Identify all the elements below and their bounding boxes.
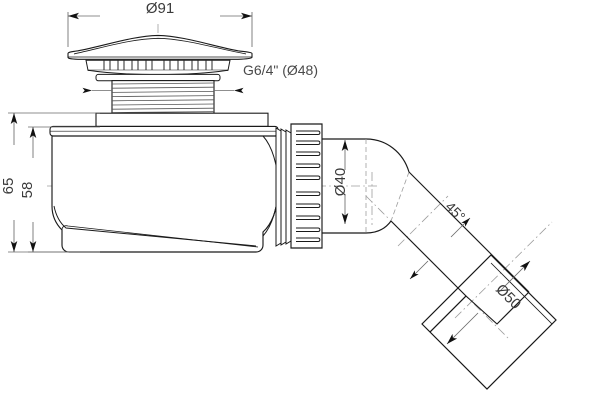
dim-label-cap-diameter: Ø91 <box>146 0 174 17</box>
connector-gasket-b <box>280 128 287 246</box>
pipe-end-inner-rect <box>425 262 553 390</box>
grate-body <box>85 59 231 71</box>
flange-washer <box>95 73 221 82</box>
body-internal-slope-upper <box>53 205 257 247</box>
grate-ring <box>85 59 231 76</box>
fin-5 <box>296 175 321 180</box>
connector-fin-group <box>296 130 321 242</box>
fin-9 <box>296 227 321 232</box>
washer-body <box>95 73 221 82</box>
outlet-pipe <box>390 171 557 390</box>
pipe-inner-edge-upper <box>390 220 467 297</box>
pipe-end-lip <box>425 254 492 321</box>
elbow-45 <box>321 138 410 234</box>
dimension-outlet-diameter <box>446 260 531 345</box>
pipe-end-outer-rect <box>421 254 557 390</box>
thread-outline <box>111 80 215 114</box>
fin-2 <box>296 140 321 145</box>
angle-arrow-upper <box>450 217 471 238</box>
dim-label-height-outer: 65 <box>0 178 17 195</box>
dim-label-connector-diameter: Ø40 <box>332 168 349 196</box>
angle-arrow-lower <box>409 260 429 280</box>
connector-gasket-c <box>285 129 292 245</box>
drain-cap <box>67 34 253 60</box>
fin-8 <box>296 215 321 220</box>
dim-label-height-inner: 58 <box>19 182 36 199</box>
finned-connector-nut <box>275 123 323 249</box>
dimension-height-inner <box>28 126 100 253</box>
body-top-collar <box>95 112 269 127</box>
fin-3 <box>296 151 321 156</box>
fin-10 <box>296 237 321 242</box>
trap-body <box>49 112 279 253</box>
fin-7 <box>296 203 321 208</box>
outlet-perp-center <box>454 221 553 319</box>
elbow-inner-arc <box>322 220 392 234</box>
dim-label-bend-angle: 45° <box>442 198 468 224</box>
dimension-cap-diameter <box>67 12 253 47</box>
outlet-dim-arrow-lower <box>446 312 479 345</box>
grate-slot-group <box>103 60 213 70</box>
body-outer-profile <box>51 135 278 253</box>
elbow-end-face <box>390 171 410 222</box>
pipe-lower-edge <box>429 295 467 333</box>
dim-label-outlet-diameter: Ø50 <box>492 281 524 313</box>
pipe-outer-edge <box>408 171 530 293</box>
cap-inner-contour <box>73 37 247 55</box>
thread-hatch-group <box>112 82 214 113</box>
fin-4 <box>296 163 321 168</box>
elbow-outer-arc <box>322 138 410 173</box>
fin-1 <box>296 130 321 135</box>
elbow-angle-bisector <box>397 195 449 247</box>
threaded-shank <box>111 80 215 114</box>
body-internal-slope-lower <box>61 225 259 248</box>
outlet-dim-arrow-upper <box>498 260 531 293</box>
dim-label-thread-spec: G6/4" (Ø48) <box>243 62 318 78</box>
cap-outer-profile <box>67 34 253 60</box>
connector-gasket-a <box>275 127 282 247</box>
dimension-bend-angle <box>409 217 471 280</box>
fin-6 <box>296 191 321 196</box>
